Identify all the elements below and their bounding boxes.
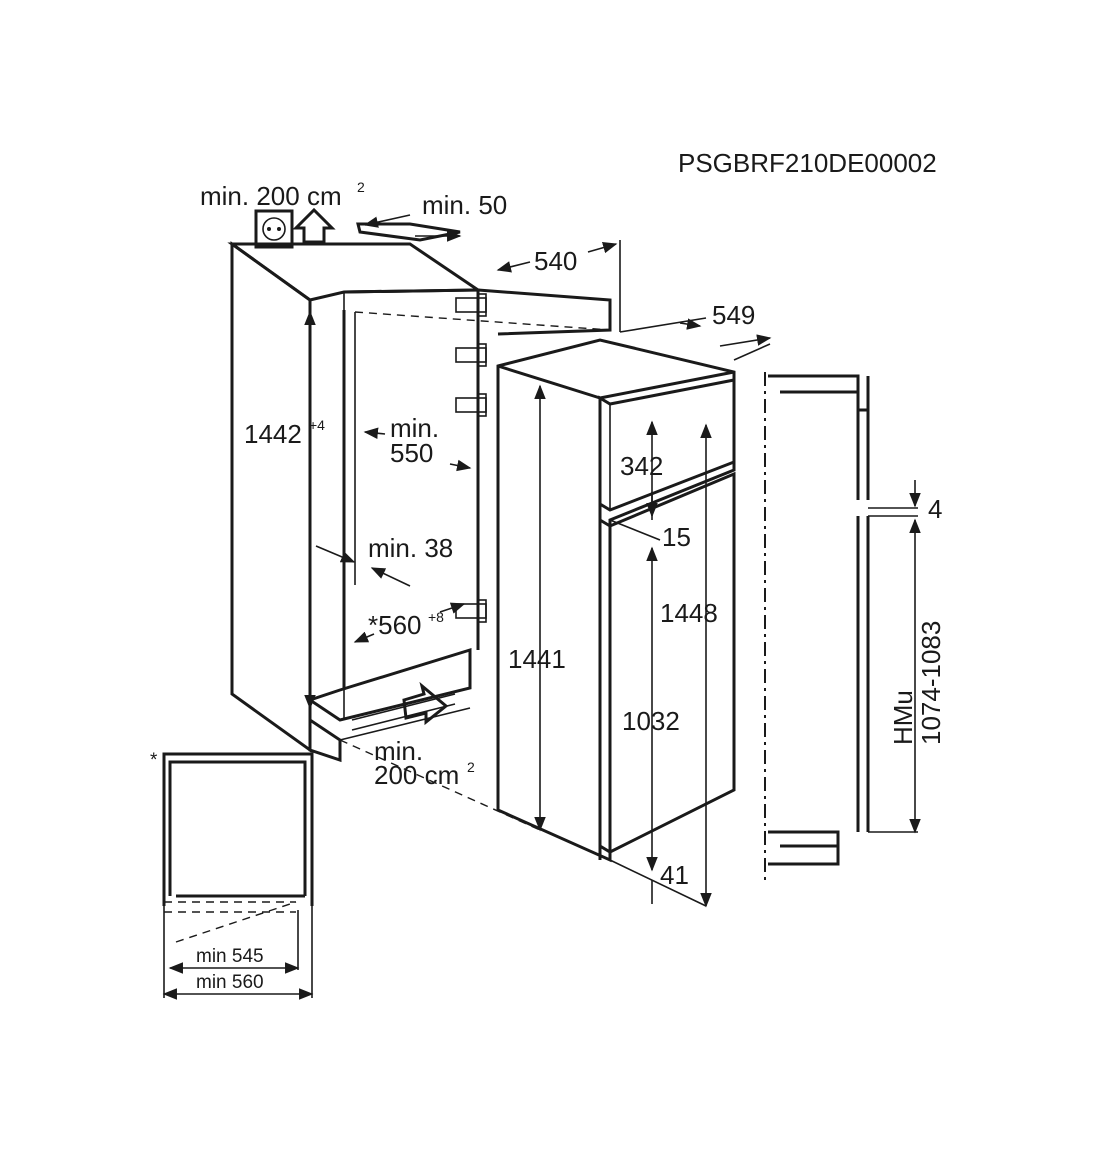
top-view-inset [162,752,314,1000]
air-inlet-arrow-icon [402,681,449,726]
niche-height-label: 1442 [244,419,302,449]
gap-15-label: 15 [662,522,691,552]
asterisk-label: * [150,750,158,771]
top-vent-sup: 2 [357,179,365,195]
depth-549-label: 549 [712,300,755,330]
niche-height-sup: +4 [309,417,325,433]
door-gap-4-label: 4 [928,494,942,524]
body-height-label: 1441 [508,644,566,674]
fridge-height-label: 1032 [622,706,680,736]
bottom-41-label: 41 [660,860,689,890]
bottom-vent-label-1: min. [374,736,423,766]
hinges [455,293,487,623]
top-vent-label: min. 200 cm [200,181,342,211]
niche-depth-label-1: min. [390,413,439,443]
min-545-label: min 545 [196,946,264,967]
appliance-body [496,338,736,863]
power-socket-icon [254,209,294,249]
air-outlet-arrow-icon [292,207,336,244]
min-560-label: min 560 [196,972,264,993]
hmu-range-label: 1074-1083 [916,621,946,745]
niche-depth-label-2: 550 [390,438,433,468]
rear-gap-label: min. 50 [422,190,507,220]
bottom-vent-label-2: 200 cm [374,760,459,790]
niche-cabinet [227,222,483,763]
depth-540-label: 540 [534,246,577,276]
hmu-label: HMu [888,690,918,745]
niche-width-label: *560 [368,610,422,640]
freezer-height-label: 342 [620,451,663,481]
reference-code: PSGBRF210DE00002 [678,148,937,178]
cabinet-door [477,288,612,336]
side-gap-label: min. 38 [368,533,453,563]
total-height-label: 1448 [660,598,718,628]
side-section [764,372,918,880]
bottom-vent-sup: 2 [467,759,475,775]
niche-width-sup: +8 [428,609,444,625]
